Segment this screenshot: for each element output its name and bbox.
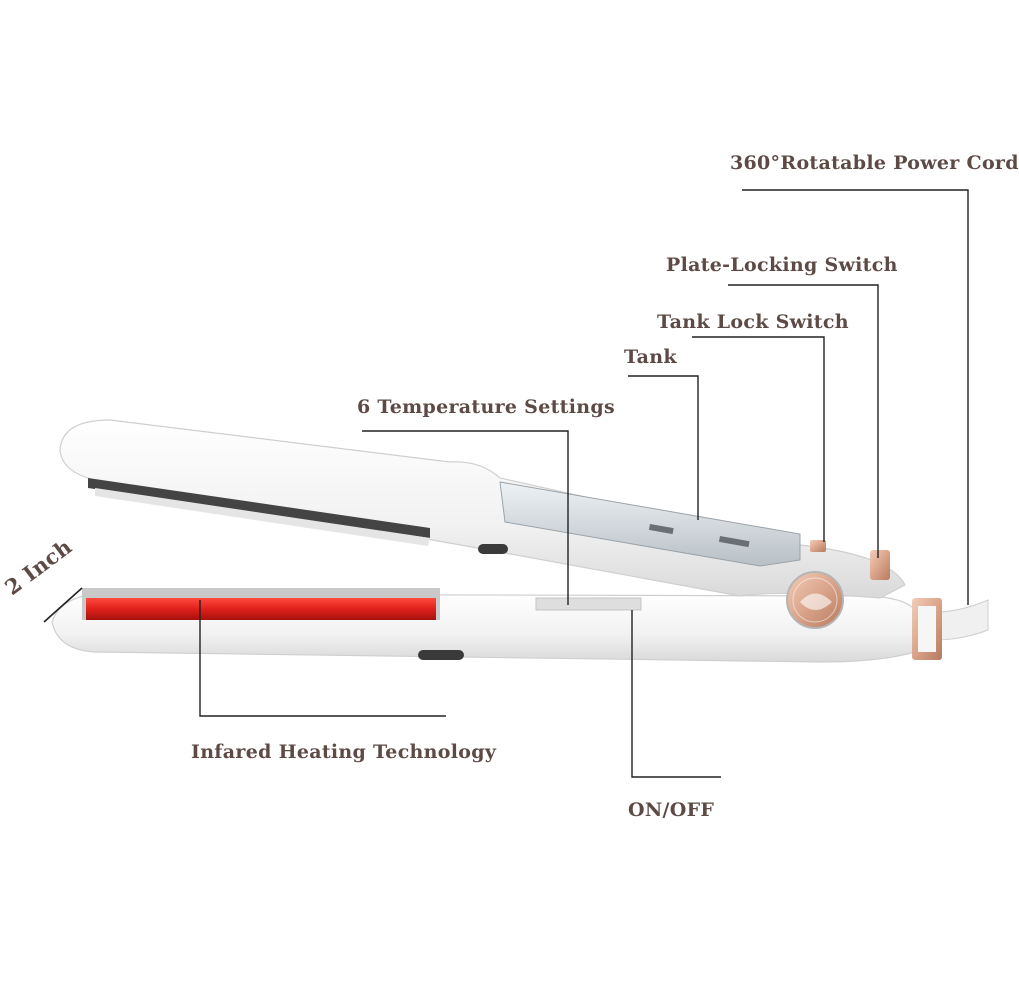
leader-infrared [199,600,446,717]
label-tank-lock-switch: Tank Lock Switch [657,311,849,333]
lower-arm [51,588,942,663]
label-plate-locking-switch: Plate-Locking Switch [666,254,898,276]
width-dimension-line [43,587,83,623]
lower-foot [418,650,464,660]
leader-temperature [362,430,569,605]
heating-plate [86,598,436,620]
plate-lock-switch-part [870,550,890,580]
upper-arm [59,419,906,629]
leader-lines [199,189,969,778]
tank-lock-switch-part [810,540,826,552]
upper-plate [88,478,430,538]
leader-plate-lock [728,284,879,558]
leader-on-off [631,610,721,778]
label-power-cord: 360°Rotatable Power Cord [730,152,1019,174]
display-panel [535,597,642,611]
power-cord [934,599,989,641]
upper-foot [478,544,508,554]
label-infrared-heating: Infared Heating Technology [191,741,497,763]
label-temperature-settings: 6 Temperature Settings [357,396,615,418]
label-on-off: ON/OFF [628,799,715,821]
label-tank: Tank [624,346,677,368]
leader-power-cord [742,189,969,605]
leader-tank [628,375,699,520]
leader-tank-lock [692,336,825,542]
